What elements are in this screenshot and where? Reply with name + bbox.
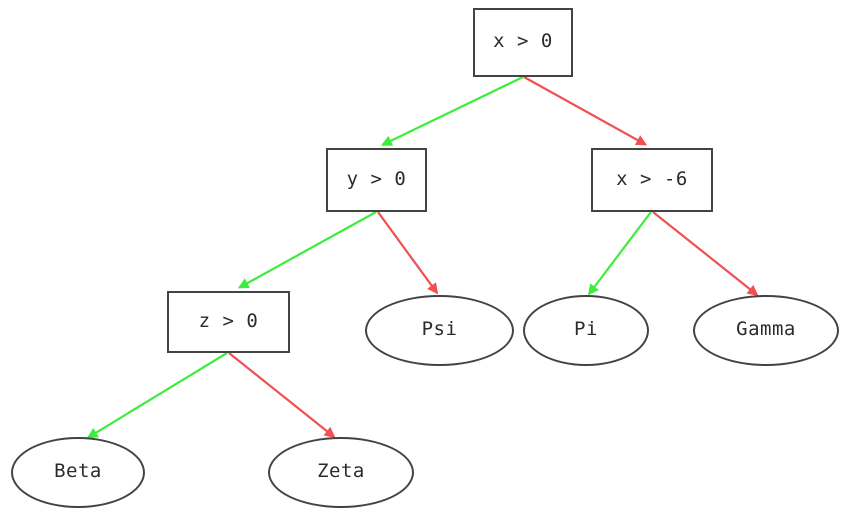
- tree-edge-root-to-n_y: [380, 76, 524, 146]
- node-label: Psi: [421, 318, 458, 340]
- node-label: x > 0: [493, 30, 553, 52]
- node-label: Pi: [574, 318, 598, 340]
- tree-edge-n_z-to-l_bet: [86, 352, 228, 439]
- tree-edge-root-to-n_x6: [523, 76, 648, 146]
- tree-edge-n_y-to-l_psi: [377, 211, 439, 295]
- tree-edge-n_x6-to-l_gam: [652, 211, 759, 296]
- tree-edge-n_y-to-n_z: [237, 211, 377, 289]
- tree-node-n_y[interactable]: y > 0: [326, 148, 427, 212]
- tree-node-n_x6[interactable]: x > -6: [591, 148, 713, 212]
- tree-node-l_bet[interactable]: Beta: [11, 437, 145, 508]
- node-label: Zeta: [317, 460, 365, 482]
- tree-node-l_psi[interactable]: Psi: [365, 295, 514, 366]
- tree-edge-n_z-to-l_zet: [228, 352, 336, 438]
- tree-node-l_zet[interactable]: Zeta: [268, 437, 414, 508]
- node-label: z > 0: [198, 309, 259, 332]
- node-label: Gamma: [736, 318, 796, 340]
- node-label: x > -6: [616, 167, 688, 190]
- tree-node-l_gam[interactable]: Gamma: [693, 295, 839, 366]
- node-label: Beta: [54, 460, 102, 482]
- edges-group: [86, 76, 759, 439]
- tree-node-root[interactable]: x > 0: [473, 8, 573, 77]
- tree-edge-n_x6-to-l_pi: [587, 211, 652, 296]
- node-label: y > 0: [346, 167, 407, 190]
- tree-node-n_z[interactable]: z > 0: [167, 291, 290, 353]
- tree-node-l_pi[interactable]: Pi: [523, 295, 649, 366]
